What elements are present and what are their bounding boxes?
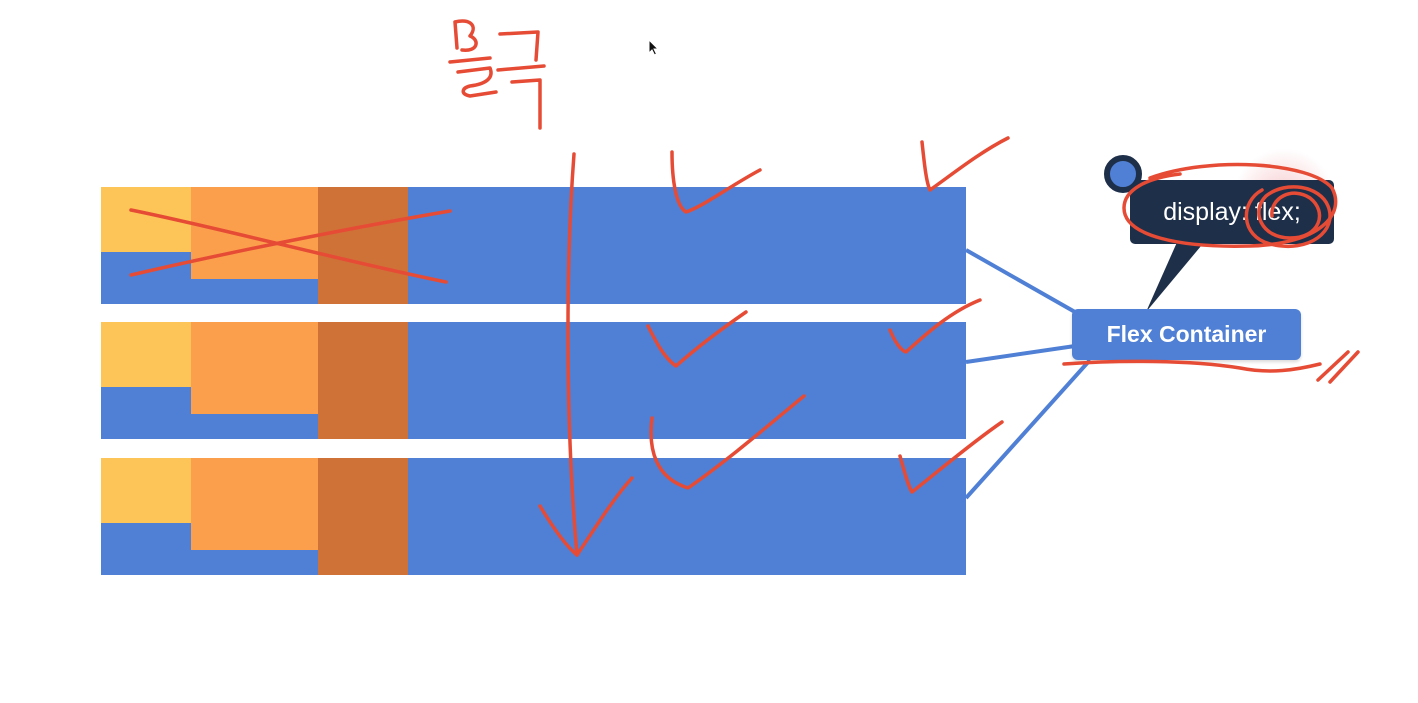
flex-item-orange (191, 187, 318, 279)
flex-item-yellow (101, 187, 191, 252)
label-underline (1062, 359, 1322, 373)
flex-item-yellow (101, 322, 191, 387)
handwritten-korean-block-icon (448, 19, 546, 130)
tooltip-text: display: flex; (1163, 197, 1301, 226)
mouse-cursor-icon (648, 39, 660, 56)
flex-item-brown (318, 458, 408, 575)
tooltip-dot-icon (1104, 155, 1142, 193)
flex-container-row-2 (101, 322, 966, 439)
flex-item-orange (191, 458, 318, 550)
connector-line-1 (965, 248, 1076, 314)
connector-line-3 (964, 358, 1092, 500)
connector-line-2 (965, 344, 1076, 364)
flex-item-brown (318, 322, 408, 439)
flex-container-label: Flex Container (1072, 309, 1301, 360)
flex-container-row-1 (101, 187, 966, 304)
flex-item-brown (318, 187, 408, 304)
flex-container-label-text: Flex Container (1106, 321, 1267, 347)
flex-item-orange (191, 322, 318, 414)
check-icon (920, 136, 1010, 192)
flex-item-yellow (101, 458, 191, 523)
tooltip-pointer (1146, 240, 1206, 312)
flex-container-row-3 (101, 458, 966, 575)
css-tooltip: display: flex; (1130, 180, 1334, 244)
